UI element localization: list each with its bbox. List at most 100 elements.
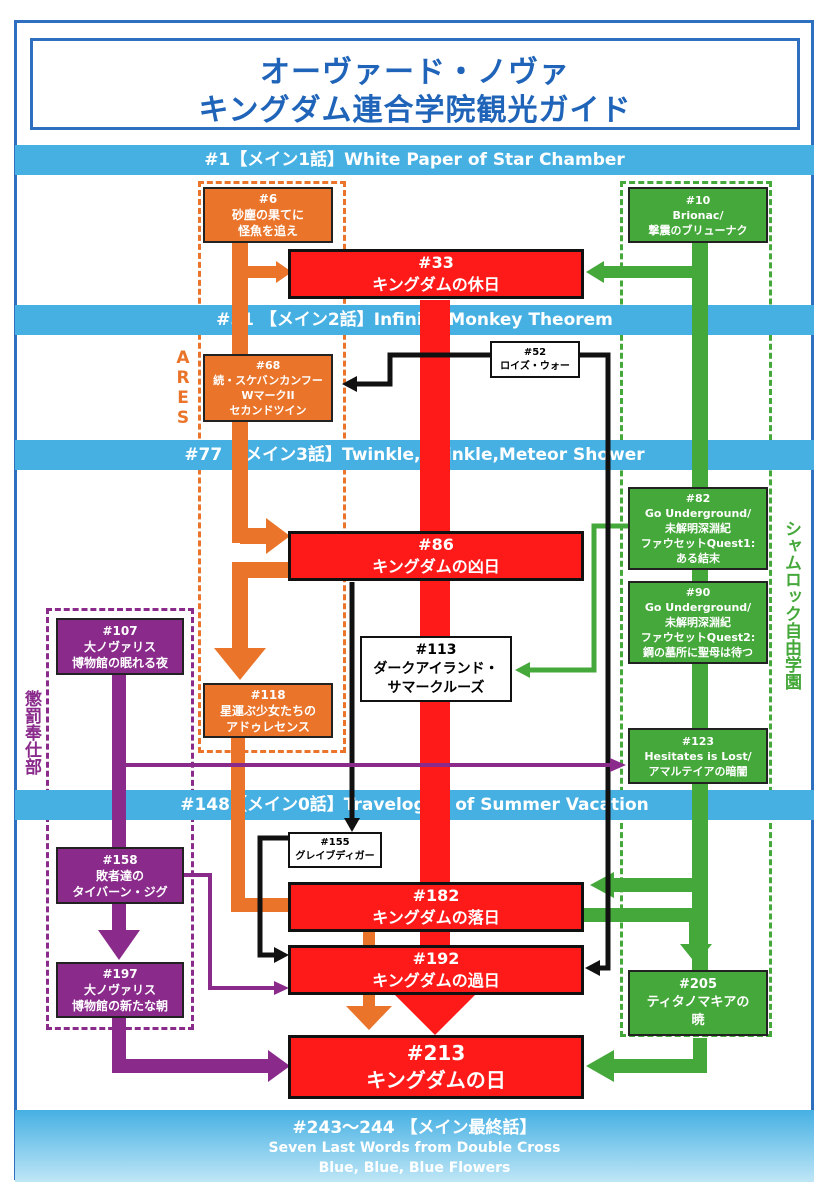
- node-68-title-3: セカンドツイン: [229, 404, 307, 417]
- node-205-number: #205: [678, 977, 718, 992]
- orange-arrowhead-118: [214, 648, 266, 680]
- node-123[interactable]: #123 Hesitates is Lost/ アマルテイアの暗闇: [628, 728, 768, 784]
- purple-line-158-to-192: [184, 873, 276, 990]
- node-82-number: #82: [685, 492, 711, 505]
- purple-arrowhead-192: [274, 981, 289, 995]
- node-107[interactable]: #107 大ノヴァリス 博物館の眠れる夜: [56, 618, 184, 675]
- node-86-title-1: キングダムの凶日: [372, 557, 500, 576]
- title-line-2: キングダム連合学院観光ガイド: [198, 93, 632, 128]
- black-arrowhead-192: [585, 960, 600, 976]
- node-155-title-1: グレイブディガー: [295, 851, 375, 862]
- node-192[interactable]: #192 キングダムの過日: [288, 945, 584, 995]
- purple-arrowhead-197: [98, 930, 140, 960]
- final-band-line-3: Blue, Blue, Blue Flowers: [318, 1160, 511, 1176]
- title-line-1: オーヴァード・ノヴァ: [260, 55, 570, 90]
- band-ep148: #148【メイン0話】Travelogue of Summer Vacation: [15, 790, 814, 820]
- green-arrowhead-33: [586, 261, 604, 283]
- node-123-title-2: アマルテイアの暗闇: [648, 764, 748, 778]
- node-113-number: #113: [415, 641, 457, 658]
- band-ep77: #77 【メイン3話】Twinkle,Twinkle,Meteor Shower: [15, 440, 814, 470]
- node-123-title-1: Hesitates is Lost/: [644, 749, 752, 763]
- node-10-title-2: 撃震のブリューナク: [648, 223, 748, 237]
- node-52[interactable]: #52 ロイズ・ウォー: [490, 341, 580, 378]
- node-90[interactable]: #90 Go Underground/ 未解明深淵紀 ファウセットQuest2:…: [628, 581, 768, 664]
- node-33[interactable]: #33 キングダムの休日: [288, 249, 584, 299]
- node-90-number: #90: [685, 586, 711, 599]
- node-197-title-2: 博物館の新たな朝: [71, 999, 168, 1013]
- final-band-line-1: #243～244 【メイン最終話】: [292, 1118, 537, 1138]
- node-90-title-1: Go Underground/: [644, 601, 752, 614]
- node-192-title-1: キングダムの過日: [372, 971, 500, 990]
- purple-arrowhead-123: [610, 758, 626, 772]
- node-182[interactable]: #182 キングダムの落日: [288, 882, 584, 932]
- green-arrowhead-113: [515, 662, 530, 678]
- node-118-title-2: アドゥレセンス: [226, 719, 310, 734]
- node-113-title-1: ダークアイランド・: [373, 660, 499, 677]
- punishment-group-label: 懲罰奉仕部: [21, 690, 41, 775]
- node-6-title-1: 砂塵の果てに: [231, 208, 304, 222]
- final-episode-band: #243～244 【メイン最終話】 Seven Last Words from …: [15, 1110, 814, 1182]
- node-158[interactable]: #158 敗者達の タイバーン・ジグ: [56, 847, 184, 904]
- final-band-line-2: Seven Last Words from Double Cross: [268, 1140, 561, 1156]
- node-213[interactable]: #213 キングダムの日: [288, 1035, 584, 1099]
- black-line-155-to-192: [257, 835, 290, 958]
- orange-arrowhead-33: [276, 261, 292, 283]
- ares-group-label: ARES: [173, 348, 193, 428]
- node-90-title-2: 未解明深淵紀: [665, 616, 731, 629]
- node-197-title-1: 大ノヴァリス: [83, 983, 156, 997]
- black-arrowhead-68: [342, 376, 357, 392]
- node-113[interactable]: #113 ダークアイランド・ サマークルーズ: [360, 636, 512, 702]
- black-line-52-to-68: [355, 352, 490, 387]
- node-155[interactable]: #155 グレイブディガー: [288, 832, 382, 868]
- band-ep51: #51 【メイン2話】Infinite Monkey Theorem: [15, 305, 814, 335]
- node-86-number: #86: [418, 535, 454, 554]
- node-82-title-2: 未解明深淵紀: [665, 522, 731, 535]
- node-33-number: #33: [418, 253, 454, 272]
- node-213-number: #213: [406, 1041, 466, 1065]
- node-182-title-1: キングダムの落日: [372, 908, 500, 927]
- band-ep1: #1【メイン1話】White Paper of Star Chamber: [15, 145, 814, 175]
- node-68[interactable]: #68 続・スケバンカンフー WマークII セカンドツイン: [203, 354, 333, 422]
- green-arrowhead-213: [586, 1050, 614, 1082]
- node-107-title-1: 大ノヴァリス: [83, 639, 156, 654]
- node-82-title-3: ファウセットQuest1:: [640, 537, 756, 550]
- orange-line-86-to-118: [232, 562, 290, 650]
- node-107-number: #107: [102, 623, 138, 638]
- black-arrowhead-155: [344, 818, 360, 832]
- node-10-number: #10: [685, 193, 711, 207]
- node-158-title-1: 敗者達の: [95, 868, 144, 883]
- node-158-number: #158: [102, 852, 138, 867]
- node-197-number: #197: [102, 967, 138, 981]
- orange-line-118-to-182: [231, 738, 290, 912]
- node-118-title-1: 星運ぶ少女たちの: [219, 703, 316, 718]
- orange-arrowhead-213: [346, 1006, 392, 1030]
- node-33-title-1: キングダムの休日: [372, 275, 500, 294]
- node-86[interactable]: #86 キングダムの凶日: [288, 531, 584, 581]
- node-182-number: #182: [412, 886, 460, 905]
- node-82[interactable]: #82 Go Underground/ 未解明深淵紀 ファウセットQuest1:…: [628, 487, 768, 570]
- black-line-52-to-192: [580, 352, 611, 971]
- shamrock-group-label: シャムロック自由学園: [781, 520, 801, 690]
- node-10-title-1: Brionac/: [672, 208, 724, 222]
- node-10[interactable]: #10 Brionac/ 撃震のブリューナク: [628, 187, 768, 243]
- node-52-title-1: ロイズ・ウォー: [500, 360, 570, 372]
- orange-arrowhead-86: [266, 518, 290, 554]
- purple-line-197-to-213: [112, 1018, 270, 1073]
- red-trunk-arrowhead: [395, 995, 475, 1035]
- node-82-title-1: Go Underground/: [644, 507, 752, 520]
- node-205[interactable]: #205 ティタノマキアの 暁: [628, 970, 768, 1036]
- node-118-number: #118: [250, 687, 286, 702]
- green-line-82-to-113: [528, 523, 628, 673]
- node-155-number: #155: [320, 837, 350, 848]
- node-6[interactable]: #6 砂塵の果てに 怪魚を追え: [203, 187, 333, 243]
- node-68-title-2: WマークII: [241, 389, 295, 402]
- node-68-title-1: 続・スケバンカンフー: [213, 374, 323, 387]
- node-197[interactable]: #197 大ノヴァリス 博物館の新たな朝: [56, 962, 184, 1018]
- node-192-number: #192: [412, 949, 460, 968]
- node-90-title-4: 鋼の墓所に聖母は待つ: [643, 646, 753, 659]
- node-107-title-2: 博物館の眠れる夜: [71, 655, 168, 670]
- node-205-title-2: 暁: [691, 1013, 705, 1028]
- node-52-number: #52: [523, 346, 547, 358]
- node-118[interactable]: #118 星運ぶ少女たちの アドゥレセンス: [203, 683, 333, 738]
